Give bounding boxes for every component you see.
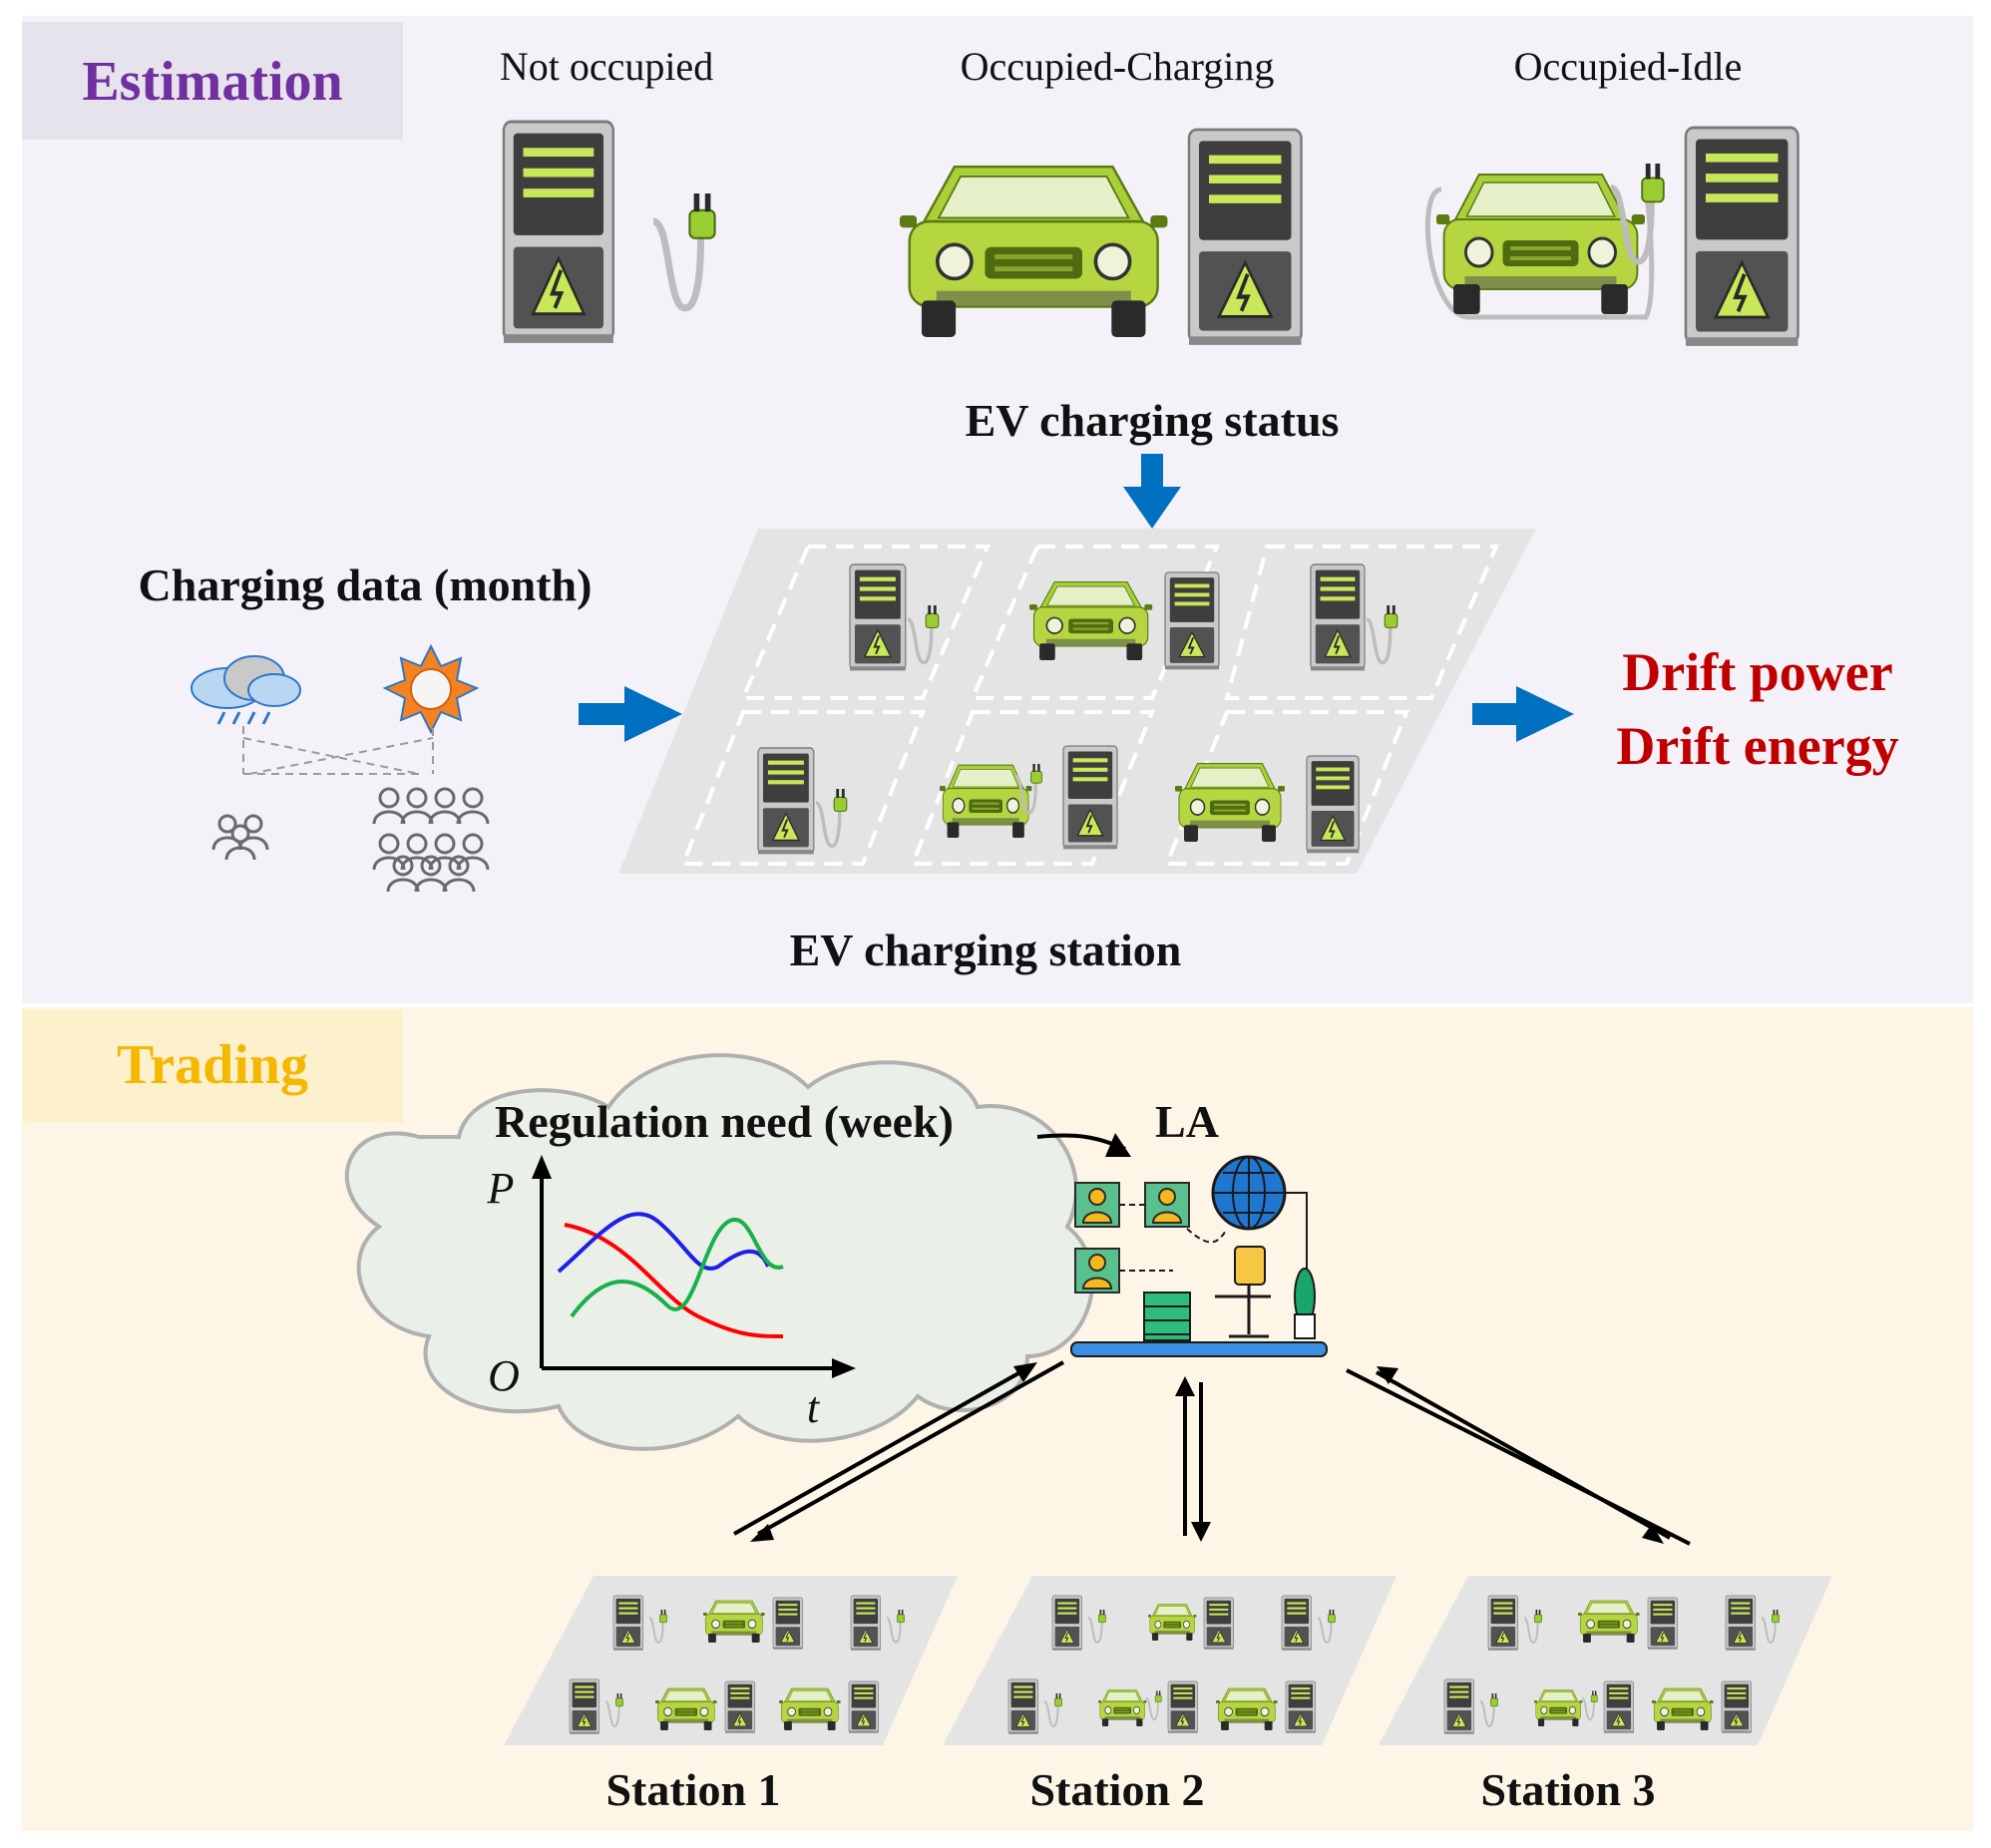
station-1-lot	[504, 1576, 958, 1745]
trading-label: Trading	[117, 1034, 308, 1096]
station-2-label: Station 2	[1029, 1764, 1204, 1815]
la-station-arrowheads	[750, 1362, 1664, 1544]
station-1-label: Station 1	[605, 1764, 780, 1815]
weather-people-icon	[191, 643, 490, 893]
station-3-label: Station 3	[1480, 1764, 1655, 1815]
station-2-lot	[943, 1576, 1396, 1745]
series-green-curve	[570, 1217, 784, 1318]
data-to-station-arrow	[579, 686, 682, 742]
estimation-tag	[22, 22, 403, 140]
cloud-to-la-arrowhead	[1105, 1133, 1131, 1157]
status-label-not-occupied: Not occupied	[500, 44, 713, 89]
station-to-output-arrow	[1472, 686, 1574, 742]
load-aggregator-icon	[1070, 1155, 1328, 1357]
ev-charging-station-lot	[618, 529, 1536, 874]
trading-tag	[22, 1009, 403, 1123]
charging-data-caption: Charging data (month)	[139, 559, 593, 610]
drift-energy-label: Drift energy	[1616, 716, 1898, 776]
occupied-idle-icon	[1424, 128, 1797, 346]
series-blue-curve	[557, 1212, 770, 1274]
status-label-occupied-charging: Occupied-Charging	[961, 44, 1275, 89]
origin-label: O	[488, 1351, 520, 1400]
ev-charging-status-caption: EV charging status	[966, 395, 1340, 446]
la-label: LA	[1155, 1096, 1219, 1147]
series-red-curve	[564, 1223, 784, 1338]
link-station3-parallel	[1346, 1368, 1691, 1546]
x-axis-label: t	[807, 1383, 821, 1432]
status-down-arrow	[1123, 454, 1181, 529]
estimation-label: Estimation	[82, 51, 342, 113]
drift-power-label: Drift power	[1622, 642, 1892, 702]
ev-charging-station-caption: EV charging station	[790, 924, 1182, 975]
regulation-need-title: Regulation need (week)	[495, 1096, 954, 1147]
regulation-chart	[532, 1155, 856, 1378]
station-3-lot	[1379, 1576, 1832, 1745]
status-label-occupied-idle: Occupied-Idle	[1514, 44, 1743, 89]
y-axis-label: P	[487, 1164, 515, 1213]
regulation-cloud	[345, 1052, 1095, 1451]
